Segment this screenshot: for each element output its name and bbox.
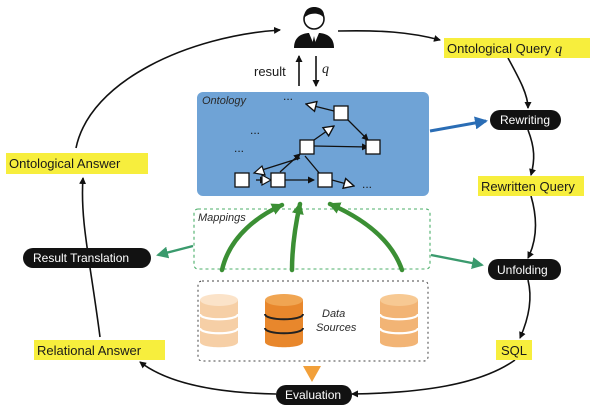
rewriting-arrow (429, 116, 488, 133)
mappings-label: Mappings (198, 212, 246, 224)
flow-evaluation-to-relational (139, 361, 277, 395)
rewriting-step: Rewriting (490, 110, 561, 130)
svg-text:...: ... (283, 89, 293, 103)
flow-unfolding-to-sql (519, 279, 531, 339)
svg-text:...: ... (362, 177, 372, 191)
ontological-answer-label: Ontological Answer (6, 153, 148, 174)
ontology-graph: ... ... ... ... (234, 89, 381, 191)
svg-text:...: ... (234, 141, 244, 155)
flow-rewritten-to-unfolding (527, 195, 537, 259)
unfolding-arrow (430, 253, 484, 269)
mappings-box (193, 208, 431, 270)
result-translation-arrow (156, 244, 194, 259)
svg-text:SQL: SQL (501, 343, 527, 358)
evaluation-step: Evaluation (276, 385, 352, 405)
evaluation-arrow (303, 366, 321, 382)
svg-text:Relational Answer: Relational Answer (37, 343, 142, 358)
svg-text:Rewritten Query: Rewritten Query (481, 179, 575, 194)
svg-text:Rewriting: Rewriting (500, 113, 550, 127)
result-translation-step: Result Translation (23, 248, 151, 268)
ontology-label: Ontology (202, 95, 248, 107)
svg-text:...: ... (250, 123, 260, 137)
unfolding-step: Unfolding (488, 259, 561, 280)
svg-text:Ontological Answer: Ontological Answer (9, 156, 121, 171)
rewritten-query-label: Rewritten Query (478, 176, 584, 196)
svg-text:Result Translation: Result Translation (33, 251, 129, 265)
svg-text:Evaluation: Evaluation (285, 388, 341, 402)
query-var-label: q (322, 62, 329, 77)
flow-relational-to-ontological (79, 177, 101, 338)
data-sources-box (197, 280, 429, 362)
data-sources-label-2: Sources (316, 322, 357, 334)
mapping-arrows (219, 201, 405, 273)
user-icon (294, 7, 334, 48)
flow-rewriting-to-rewritten (527, 129, 536, 176)
result-label: result (254, 64, 286, 79)
flow-sql-to-evaluation (351, 359, 516, 398)
flow-user-to-query (337, 29, 441, 42)
data-sources-label-1: Data (322, 308, 345, 320)
svg-text:Unfolding: Unfolding (497, 263, 548, 277)
relational-answer-label: Relational Answer (34, 340, 165, 360)
database-icon (198, 294, 240, 348)
flow-query-to-rewriting (507, 57, 532, 109)
database-icon (378, 294, 420, 348)
flow-ontological-to-user (75, 26, 281, 149)
database-icon (264, 294, 304, 348)
sql-label: SQL (496, 340, 532, 360)
